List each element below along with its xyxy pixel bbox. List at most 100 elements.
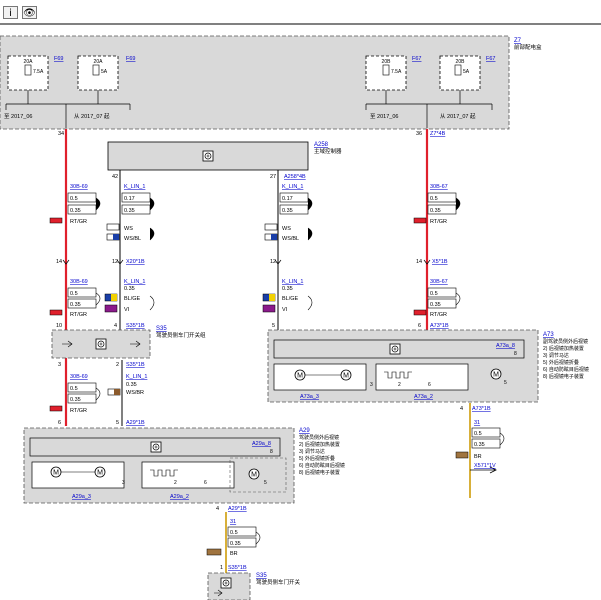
s35-switch-block: S35 驾驶员侧车门开关组 (51, 326, 206, 359)
connector-link[interactable]: S35*1B (126, 323, 145, 329)
wire-info-red-right-mid: 30B-67 0.5 0.35 RT/GR (413, 279, 461, 318)
wire-link[interactable]: K_LIN_1 (124, 279, 145, 285)
fuse-ref-link[interactable]: F67 (412, 56, 421, 62)
z7-name: 前部配电盒 (514, 43, 542, 51)
a73-name: 副驾驶员侧外后视镜 (543, 338, 588, 345)
fuse-f69-a: 20A 7.5A F69 (7, 55, 63, 91)
module-link[interactable]: A73a_8 (496, 343, 515, 349)
pin-number: 5 (504, 380, 507, 386)
z7-connector-link[interactable]: Z7*4B (430, 131, 446, 137)
wire-link[interactable]: K_LIN_1 (124, 184, 145, 190)
wire-link[interactable]: K_LIN_1 (126, 374, 147, 380)
connector-link[interactable]: S35*1B (126, 362, 145, 368)
connector-link[interactable]: A73*1B (472, 406, 491, 412)
wire-size: 0.35 (230, 541, 241, 547)
variant-old-left: 至 2017_06 (4, 113, 32, 120)
z7-code[interactable]: Z7 (514, 38, 522, 44)
wire-link[interactable]: 30B-69 (70, 184, 88, 190)
wire-link[interactable]: 30B-67 (430, 184, 448, 190)
sub-component-link[interactable]: A29a_3 (72, 494, 91, 500)
pin-number: 2 (174, 480, 177, 486)
pin-number: 2 (398, 382, 401, 388)
a29-code[interactable]: A29 (299, 428, 310, 434)
variant-old-right: 至 2017_06 (370, 113, 398, 120)
wire-color: WS (282, 226, 291, 232)
feature-item: 5) 外后视镜折叠 (543, 359, 579, 366)
wire-destination-link[interactable]: X571*1V (474, 463, 496, 469)
connector-link[interactable]: X5*1B (432, 259, 448, 265)
a258-code[interactable]: A258 (314, 142, 329, 148)
wire-size: 0.35 (430, 208, 441, 214)
feature-item: 2) 后视镜加热装置 (543, 345, 584, 352)
wire-size: 0.5 (474, 431, 482, 437)
feature-item: 2) 后视镜加热装置 (299, 441, 340, 448)
connector-link[interactable]: S35*1B (228, 565, 247, 571)
wire-size: 0.5 (230, 530, 238, 536)
wire-size: 0.5 (430, 291, 438, 297)
fuse-f69-b: 20A 5A F69 (77, 55, 135, 91)
a258-connector-link[interactable]: A258*4B (284, 174, 306, 180)
wire-color: WS (124, 226, 133, 232)
wire-link[interactable]: 30B-69 (70, 279, 88, 285)
module-link[interactable]: A29a_8 (252, 441, 271, 447)
fuse-ref-link[interactable]: F67 (486, 56, 495, 62)
variant-new-right: 从 2017_07 起 (440, 113, 476, 120)
a73-code[interactable]: A73 (543, 332, 554, 338)
wire-size: 0.17 (124, 196, 135, 202)
connector-s35-last: 1 S35*1B (220, 565, 247, 571)
wire-link[interactable]: 30B-67 (430, 279, 448, 285)
fuse-ref-link[interactable]: F69 (126, 56, 135, 62)
feature-item: 5) 外后视镜折叠 (299, 455, 335, 462)
feature-item: 3) 调节马达 (299, 448, 325, 455)
connector-s35-bottom: 3 2 S35*1B (58, 362, 145, 368)
z7-pin-right: 36 (416, 131, 422, 137)
toolbar: i 👁 (0, 0, 601, 24)
connector-link[interactable]: X20*1B (126, 259, 145, 265)
view-button[interactable]: 👁 (22, 6, 37, 19)
info-button[interactable]: i (3, 6, 18, 19)
wire-color: WS/BR (126, 390, 144, 396)
sub-component-link[interactable]: A73a_2 (414, 394, 433, 400)
feature-item: 6) 自动防眩目后视镜 (299, 462, 345, 469)
pin-number: 6 (58, 420, 61, 426)
connector-link[interactable]: A29*1B (228, 506, 247, 512)
wire-size: 0.35 (70, 397, 81, 403)
a73-mirror-module: A73a_8 8 3 2 6 5 A73a_3 A73a_2 A73 副驾驶员侧… (267, 329, 589, 403)
wire-link[interactable]: K_LIN_1 (282, 184, 303, 190)
fuse-value: 5A (101, 69, 108, 75)
wire-size: 0.35 (474, 442, 485, 448)
z7-pin-left: 34 (58, 131, 64, 137)
s35-last-code[interactable]: S35 (256, 573, 267, 579)
connector-x20: 14 12 X20*1B (56, 259, 145, 265)
fuse-value: 7.5A (33, 69, 44, 75)
wire-size: 0.5 (70, 291, 78, 297)
wire-color: RT/GR (430, 219, 447, 225)
wire-info-lin-left-top: K_LIN_1 0.17 0.35 WS WS/BL (106, 184, 155, 242)
wire-size: 0.5 (70, 386, 78, 392)
wire-color: RT/GR (70, 408, 87, 414)
sub-component-link[interactable]: A29a_2 (170, 494, 189, 500)
a258-module: A258 主域控制器 42 27 A258*4B (107, 141, 342, 180)
feature-item: 6) 自动防眩目后视镜 (543, 366, 589, 373)
connector-link[interactable]: A29*1B (126, 420, 145, 426)
wire-info-ground-right: 31 0.5 0.35 BR X571*1V (455, 420, 505, 474)
wire-info-lin-right-top: K_LIN_1 0.17 0.35 WS WS/BL (264, 184, 313, 242)
wire-color: BR (230, 551, 238, 557)
a258-pin-left: 42 (112, 174, 118, 180)
wire-color: RT/GR (430, 312, 447, 318)
wire-link[interactable]: 30B-69 (70, 374, 88, 380)
connector-link[interactable]: A73*1B (430, 323, 449, 329)
wire-info-lin-left-mid: K_LIN_1 0.35 BL/GE VI (104, 279, 155, 313)
fuse-ref-link[interactable]: F69 (54, 56, 63, 62)
feature-item: 8) 后视镜电子装置 (543, 373, 584, 380)
wire-link[interactable]: 31 (230, 519, 236, 525)
sub-component-link[interactable]: A73a_3 (300, 394, 319, 400)
wire-link[interactable]: K_LIN_1 (282, 279, 303, 285)
wire-link[interactable]: 31 (474, 420, 480, 426)
a258-name: 主域控制器 (314, 147, 342, 155)
wire-color: VI (124, 307, 130, 313)
wire-info-red-left-mid: 30B-69 0.5 0.35 RT/GR (49, 279, 101, 318)
wire-size: 0.17 (282, 196, 293, 202)
s35-code[interactable]: S35 (156, 326, 167, 332)
